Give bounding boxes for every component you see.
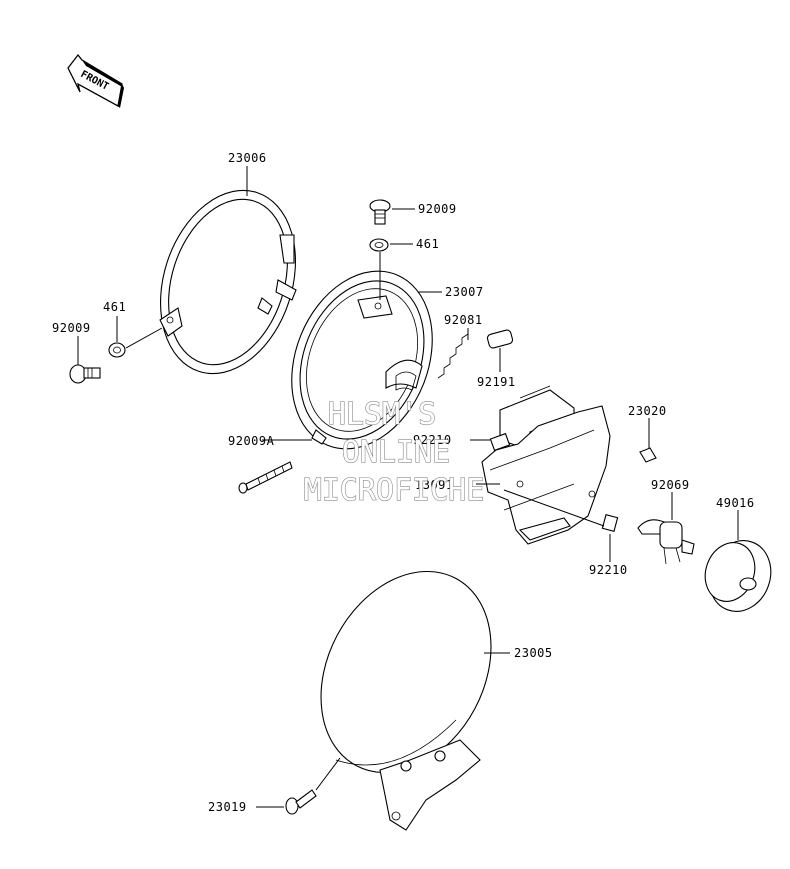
label-92210-mid: 92210 xyxy=(413,433,452,447)
label-92210-low: 92210 xyxy=(589,563,628,577)
watermark-line3: MICROFICHE xyxy=(304,473,485,508)
bulb-92069 xyxy=(637,519,695,565)
label-92009-top: 92009 xyxy=(418,202,457,216)
clip-92210-low xyxy=(503,489,619,532)
collar-92191 xyxy=(486,329,514,349)
clip-92210-mid xyxy=(489,432,511,452)
inner-rim xyxy=(291,270,433,450)
label-23007: 23007 xyxy=(445,285,484,299)
spring-92081 xyxy=(437,328,469,379)
label-23006: 23006 xyxy=(228,151,267,165)
washer-461-top xyxy=(369,238,389,252)
headlight-housing xyxy=(320,570,492,831)
front-arrow-icon: FRONT xyxy=(67,53,124,108)
label-13091: 13091 xyxy=(415,478,454,492)
label-92009A: 92009A xyxy=(228,434,275,448)
headlight-rim xyxy=(159,189,297,375)
screw-92009-top xyxy=(369,199,391,225)
boot-49016 xyxy=(704,540,772,612)
bolt-92009A xyxy=(238,461,293,494)
label-92191: 92191 xyxy=(477,375,516,389)
watermark: HLSM'S ONLINE MICROFICHE xyxy=(303,396,485,508)
label-92009-left: 92009 xyxy=(52,321,91,335)
screw-92009-left xyxy=(69,364,101,384)
label-49016: 49016 xyxy=(716,496,755,510)
clip-23020 xyxy=(639,447,657,463)
label-23005: 23005 xyxy=(514,646,553,660)
label-23020: 23020 xyxy=(628,404,667,418)
label-461-left: 461 xyxy=(103,300,126,314)
label-92069: 92069 xyxy=(651,478,690,492)
label-92081: 92081 xyxy=(444,313,483,327)
label-23019: 23019 xyxy=(208,800,247,814)
watermark-line2: ONLINE xyxy=(342,435,450,470)
bolt-23019 xyxy=(285,789,317,815)
label-461-top: 461 xyxy=(416,237,439,251)
washer-461-left xyxy=(108,342,126,358)
watermark-line1: HLSM'S xyxy=(328,397,436,432)
bracket-13091 xyxy=(481,385,611,545)
